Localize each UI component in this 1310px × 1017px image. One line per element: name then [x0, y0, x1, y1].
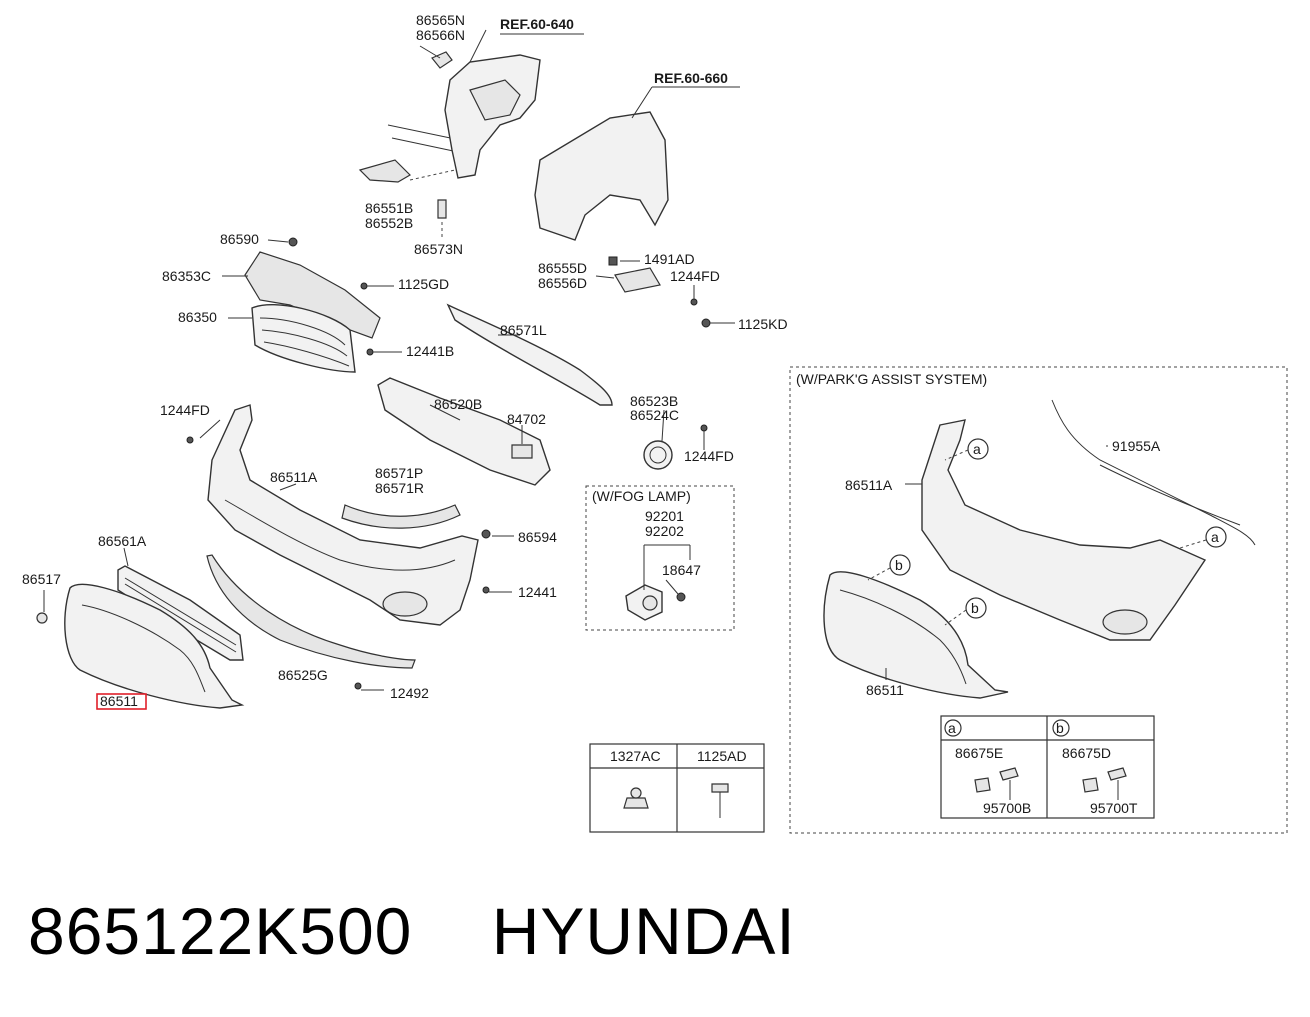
label-12492: 12492 — [390, 685, 429, 701]
park-bumper-86511A — [905, 419, 1207, 641]
label-91955A: 91955A — [1112, 438, 1161, 454]
label-86573N: 86573N — [414, 241, 463, 257]
ref-60-640: REF.60-640 — [500, 16, 574, 32]
label-1491AD: 1491AD — [644, 251, 695, 267]
label-84702: 84702 — [507, 411, 546, 427]
label-1244FD-b: 1244FD — [160, 402, 210, 418]
label-86511A: 86511A — [270, 469, 318, 485]
label-1125KD: 1125KD — [738, 316, 788, 332]
sensor-table — [940, 715, 1155, 819]
label-86556D: 86556D — [538, 275, 587, 291]
bracket-86555D — [595, 256, 735, 328]
caption-brand: HYUNDAI — [491, 894, 796, 968]
caption-part-number: 865122K500 — [28, 894, 413, 968]
label-86571R: 86571R — [375, 480, 424, 496]
fog-lamp — [625, 544, 691, 621]
label-12441: 12441 — [518, 584, 557, 600]
table-callout-b: b — [1056, 720, 1064, 736]
fender — [534, 86, 740, 241]
label-18647: 18647 — [662, 562, 701, 578]
section-park-assist: (W/PARK'G ASSIST SYSTEM) — [796, 371, 987, 387]
table-callout-a: a — [948, 720, 956, 736]
label-95700B: 95700B — [983, 800, 1031, 816]
callouts — [867, 438, 1227, 626]
label-86520B: 86520B — [434, 396, 482, 412]
label-86523B: 86523B — [630, 393, 678, 409]
ref-60-660: REF.60-660 — [654, 70, 728, 86]
label-86524C: 86524C — [630, 407, 679, 423]
label-86552B: 86552B — [365, 215, 413, 231]
label-86561A: 86561A — [98, 533, 147, 549]
callout-b-1: b — [895, 557, 903, 573]
section-fog-lamp: (W/FOG LAMP) — [592, 488, 691, 504]
caption: 865122K500 HYUNDAI — [28, 893, 796, 969]
label-park-86511: 86511 — [866, 682, 904, 698]
label-86353C: 86353C — [162, 268, 211, 284]
fastener-table — [589, 743, 765, 833]
grille-bracket-86353C — [222, 237, 381, 339]
label-86565N: 86565N — [416, 12, 465, 28]
label-86571L: 86571L — [500, 322, 547, 338]
label-86555D: 86555D — [538, 260, 587, 276]
label-86511-highlighted[interactable]: 86511 — [100, 693, 138, 709]
label-1125GD: 1125GD — [398, 276, 449, 292]
park-lower-frame-86511 — [823, 571, 1009, 699]
label-95700T: 95700T — [1090, 800, 1138, 816]
radiator-grille-86350 — [228, 282, 402, 373]
label-86566N: 86566N — [416, 27, 465, 43]
label-86350: 86350 — [178, 309, 217, 325]
label-86517: 86517 — [22, 571, 61, 587]
lower-grille-86561A — [117, 547, 244, 661]
bumper-cover-86511A — [207, 404, 514, 626]
label-92201: 92201 — [645, 508, 684, 524]
table-col-1327AC: 1327AC — [610, 748, 661, 764]
upper-cover-86571L — [446, 303, 613, 406]
label-1244FD-a: 1244FD — [670, 268, 720, 284]
label-86590: 86590 — [220, 231, 259, 247]
lower-skid-86525G — [206, 554, 416, 691]
label-86551B: 86551B — [365, 200, 413, 216]
label-92202: 92202 — [645, 523, 684, 539]
fog-cover-86523B — [186, 409, 708, 470]
lower-frame-86511 — [36, 583, 245, 709]
label-86675E: 86675E — [955, 745, 1003, 761]
label-park-86511A: 86511A — [845, 477, 893, 493]
front-panel-assembly — [358, 29, 584, 240]
label-1244FD-c: 1244FD — [684, 448, 734, 464]
callout-a-2: a — [1211, 529, 1219, 545]
label-86571P: 86571P — [375, 465, 423, 481]
callout-b-2: b — [971, 600, 979, 616]
park-assist-harness-91955A — [1051, 399, 1256, 546]
parts-diagram: REF.60-640 REF.60-660 86565N 86566N 8655… — [22, 12, 1288, 834]
label-86594: 86594 — [518, 529, 557, 545]
label-86675D: 86675D — [1062, 745, 1111, 761]
energy-absorber-86520B — [377, 377, 551, 486]
callout-a-1: a — [973, 441, 981, 457]
label-86525G: 86525G — [278, 667, 328, 683]
highlighted-part-box — [96, 693, 147, 710]
label-12441B: 12441B — [406, 343, 454, 359]
table-col-1125AD: 1125AD — [697, 748, 747, 764]
